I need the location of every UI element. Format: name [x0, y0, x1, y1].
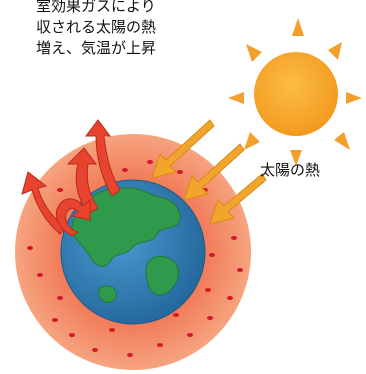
earth-land	[71, 187, 181, 303]
greenhouse-gas-dots	[27, 160, 243, 357]
caption-line-1: 室効果ガスにより	[36, 0, 156, 15]
sun-heat-label: 太陽の熱	[260, 161, 321, 179]
escaping-heat-arrows	[21, 119, 121, 237]
caption-line-2: 収される太陽の熱	[36, 18, 157, 36]
sun-rays	[228, 18, 362, 166]
caption-line-3: 増え、気温が上昇	[36, 39, 157, 57]
incoming-heat-arrows	[151, 119, 267, 225]
sun	[254, 52, 338, 136]
caption-text: 室効果ガスにより 収される太陽の熱 増え、気温が上昇	[36, 0, 236, 59]
